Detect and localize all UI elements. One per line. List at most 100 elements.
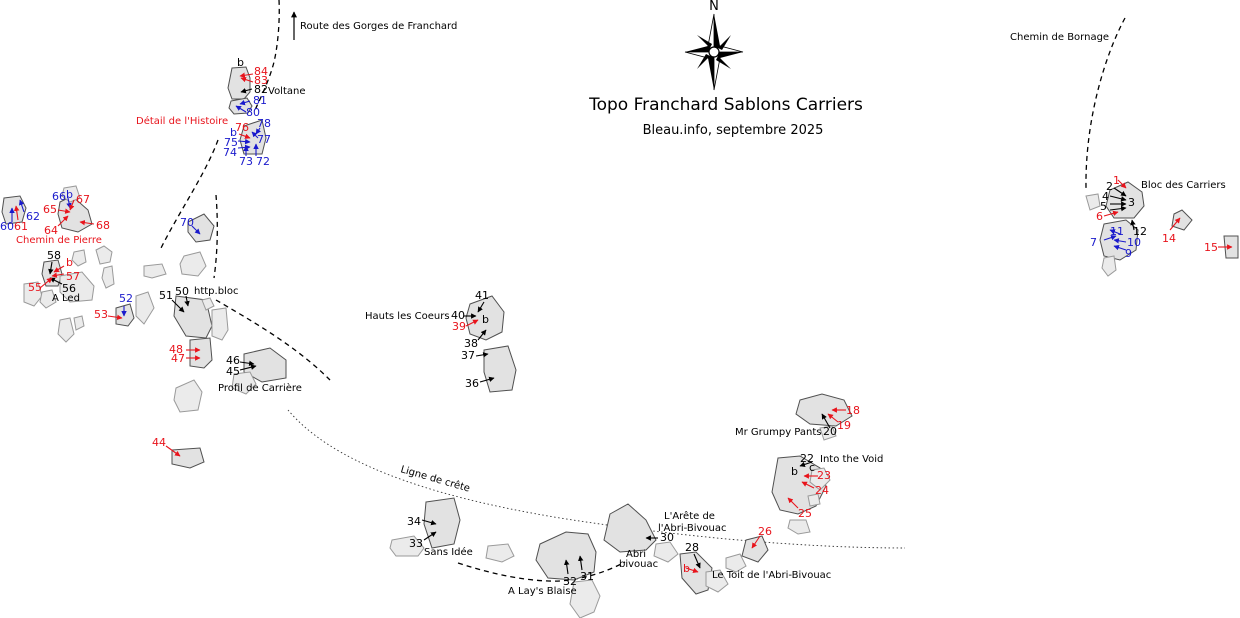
boulder-26 (741, 535, 769, 563)
problem-number: 11 (1110, 225, 1124, 238)
boulder-36-37 (483, 345, 517, 393)
problem-number: 55 (28, 281, 42, 294)
area-label-profil: Profil de Carrière (218, 382, 302, 394)
boulder-small-w8 (135, 291, 155, 325)
problem-number: b (230, 126, 237, 139)
boulder-47-48 (189, 337, 213, 369)
problem-number: 28 (685, 541, 699, 554)
boulder-small-w5 (39, 289, 57, 309)
area-label-abri-2: bivouac (619, 559, 658, 570)
problem-number: 40 (451, 309, 465, 322)
boulder-small-s2 (485, 543, 515, 563)
problem-number: 82 (254, 83, 268, 96)
area-label-arete-2: l'Abri-Bivouac (658, 523, 727, 534)
boulder-small-w13 (173, 379, 203, 413)
problem-number: 76 (235, 121, 249, 134)
problem-number: c (809, 461, 815, 474)
boulder-small-e3 (787, 519, 811, 535)
problem-number: 64 (44, 224, 58, 237)
boulder-18-20 (795, 393, 853, 427)
compass-rose-icon: N (684, 0, 744, 91)
boulder-small-w4 (23, 281, 43, 307)
boulder-small-s4 (653, 541, 679, 563)
problem-number: 31 (580, 570, 594, 583)
boulder-small-s3 (569, 579, 601, 618)
boulder-52-53 (115, 303, 135, 327)
problem-number: b (791, 465, 798, 478)
trail-south (457, 561, 626, 582)
boulder-small-s6 (725, 553, 747, 573)
boulder-small-w12 (211, 307, 229, 341)
boulder-small-c2 (1101, 255, 1117, 277)
problem-number: 1 (1113, 174, 1120, 187)
problem-number: 66 (52, 190, 66, 203)
boulder-small-w10 (179, 251, 207, 277)
boulders (1, 66, 1239, 618)
boulder-small-w9 (143, 263, 167, 279)
area-label-grumpy: Mr Grumpy Pants (735, 427, 821, 438)
boulder-small-w11 (201, 297, 215, 311)
trail-profil (215, 299, 331, 381)
map-subtitle: Bleau.info, septembre 2025 (643, 123, 824, 138)
problem-number: 19 (837, 419, 851, 432)
problem-number: 37 (461, 349, 475, 362)
boulder-small-w3 (101, 265, 115, 289)
area-label-arete-1: L'Arête de (664, 510, 715, 522)
problem-number: 73 (239, 155, 253, 168)
problem-arrows (9, 72, 1233, 575)
problem-number: 67 (76, 193, 90, 206)
boulder-small-w2 (95, 245, 113, 265)
problem-number: 20 (823, 425, 837, 438)
problem-number: 9 (1125, 247, 1132, 260)
boulder-14 (1171, 209, 1193, 231)
problem-number: 46 (226, 354, 240, 367)
problem-number: 2 (1106, 180, 1113, 193)
problem-number: 33 (409, 537, 423, 550)
problem-number: 50 (175, 285, 189, 298)
map-title: Topo Franchard Sablons Carriers (588, 95, 863, 115)
problem-number: 39 (452, 320, 466, 333)
problem-number: 62 (26, 210, 40, 223)
trail-route-north (254, 0, 280, 111)
problem-number: 74 (223, 146, 237, 159)
boulder-small-s1 (389, 535, 425, 557)
problem-number: 84 (254, 65, 268, 78)
area-label-bloc-carriers: Bloc des Carriers (1141, 180, 1226, 191)
boulder-voltane-top (227, 66, 251, 100)
problem-number: 81 (253, 94, 267, 107)
problem-number: 47 (171, 352, 185, 365)
trail-http (213, 194, 218, 279)
boulder-small-w14 (231, 371, 257, 395)
trail-voltane-south (159, 139, 219, 251)
trail-bornage (1085, 17, 1126, 189)
boulder-a-led (59, 271, 95, 303)
problem-number: 26 (758, 525, 772, 538)
problem-number: 75 (224, 136, 238, 149)
area-label-sans-idee: Sans Idée (424, 546, 473, 558)
problem-number: b (66, 188, 73, 201)
area-label-abri-1: Abri (626, 549, 646, 560)
problem-number: 15 (1204, 241, 1218, 254)
problem-number: 51 (159, 289, 173, 302)
boulder-small-e4 (807, 493, 821, 507)
problem-number: 12 (1133, 225, 1147, 238)
problem-number: 56 (62, 282, 76, 295)
problem-number: 38 (464, 337, 478, 350)
problem-number: 5 (1100, 200, 1107, 213)
area-label-route: Route des Gorges de Franchard (300, 21, 457, 32)
problem-number: 25 (798, 507, 812, 520)
area-label-chemin-pierre: Chemin de Pierre (16, 235, 102, 246)
problem-numbers: 1 2 3 4 5 6 7 9 10 11 12 14 15 18 19 20 … (0, 56, 1218, 588)
problem-number: 22 (800, 452, 814, 465)
boulder-small-e1 (819, 425, 837, 441)
area-label-histoire: Détail de l'Histoire (136, 115, 228, 127)
problem-number: b (66, 256, 73, 269)
problem-number: b (237, 56, 244, 69)
boulder-70 (187, 213, 215, 243)
area-label-into-void: Into the Void (820, 454, 883, 465)
boulder-38-41 (465, 295, 505, 341)
problem-number: 7 (1090, 236, 1097, 249)
problem-number: 57 (66, 270, 80, 283)
area-label-toit: Le Toit de l'Abri-Bivouac (712, 570, 831, 581)
problem-number: 72 (256, 155, 270, 168)
